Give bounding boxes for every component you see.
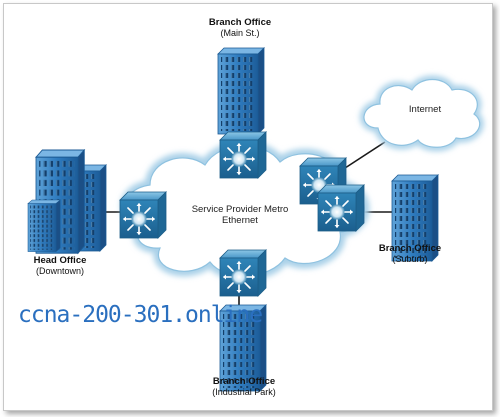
watermark-text: ccna-200-301.online [18, 302, 263, 328]
label-branch-suburb: Branch Office (Suburb) [370, 243, 450, 265]
switch-suburb-icon [317, 184, 365, 232]
label-branch-main-st: Branch Office (Main St.) [200, 17, 280, 39]
metro-cloud-label: Service Provider Metro Ethernet [191, 204, 289, 226]
label-subtitle: (Industrial Park) [212, 387, 276, 397]
label-branch-industrial-park: Branch Office (Industrial Park) [194, 376, 294, 398]
internet-cloud [360, 75, 484, 152]
label-title: Head Office [33, 255, 87, 266]
label-head-office: Head Office (Downtown) [24, 255, 96, 277]
label-subtitle: (Downtown) [35, 266, 84, 276]
label-title: Branch Office [212, 376, 276, 387]
label-subtitle: (Main St.) [220, 28, 260, 38]
label-title: Branch Office [378, 243, 442, 254]
link-internet [341, 141, 386, 171]
switch-main-st-icon [219, 131, 267, 179]
building-head-office-icon [27, 149, 107, 254]
building-main-st-icon [217, 47, 265, 135]
switch-head-office-icon [119, 191, 167, 239]
internet-cloud-label: Internet [408, 104, 442, 115]
label-subtitle: (Suburb) [392, 254, 428, 264]
label-title: Branch Office [208, 17, 272, 28]
switch-industrial-icon [219, 249, 267, 297]
